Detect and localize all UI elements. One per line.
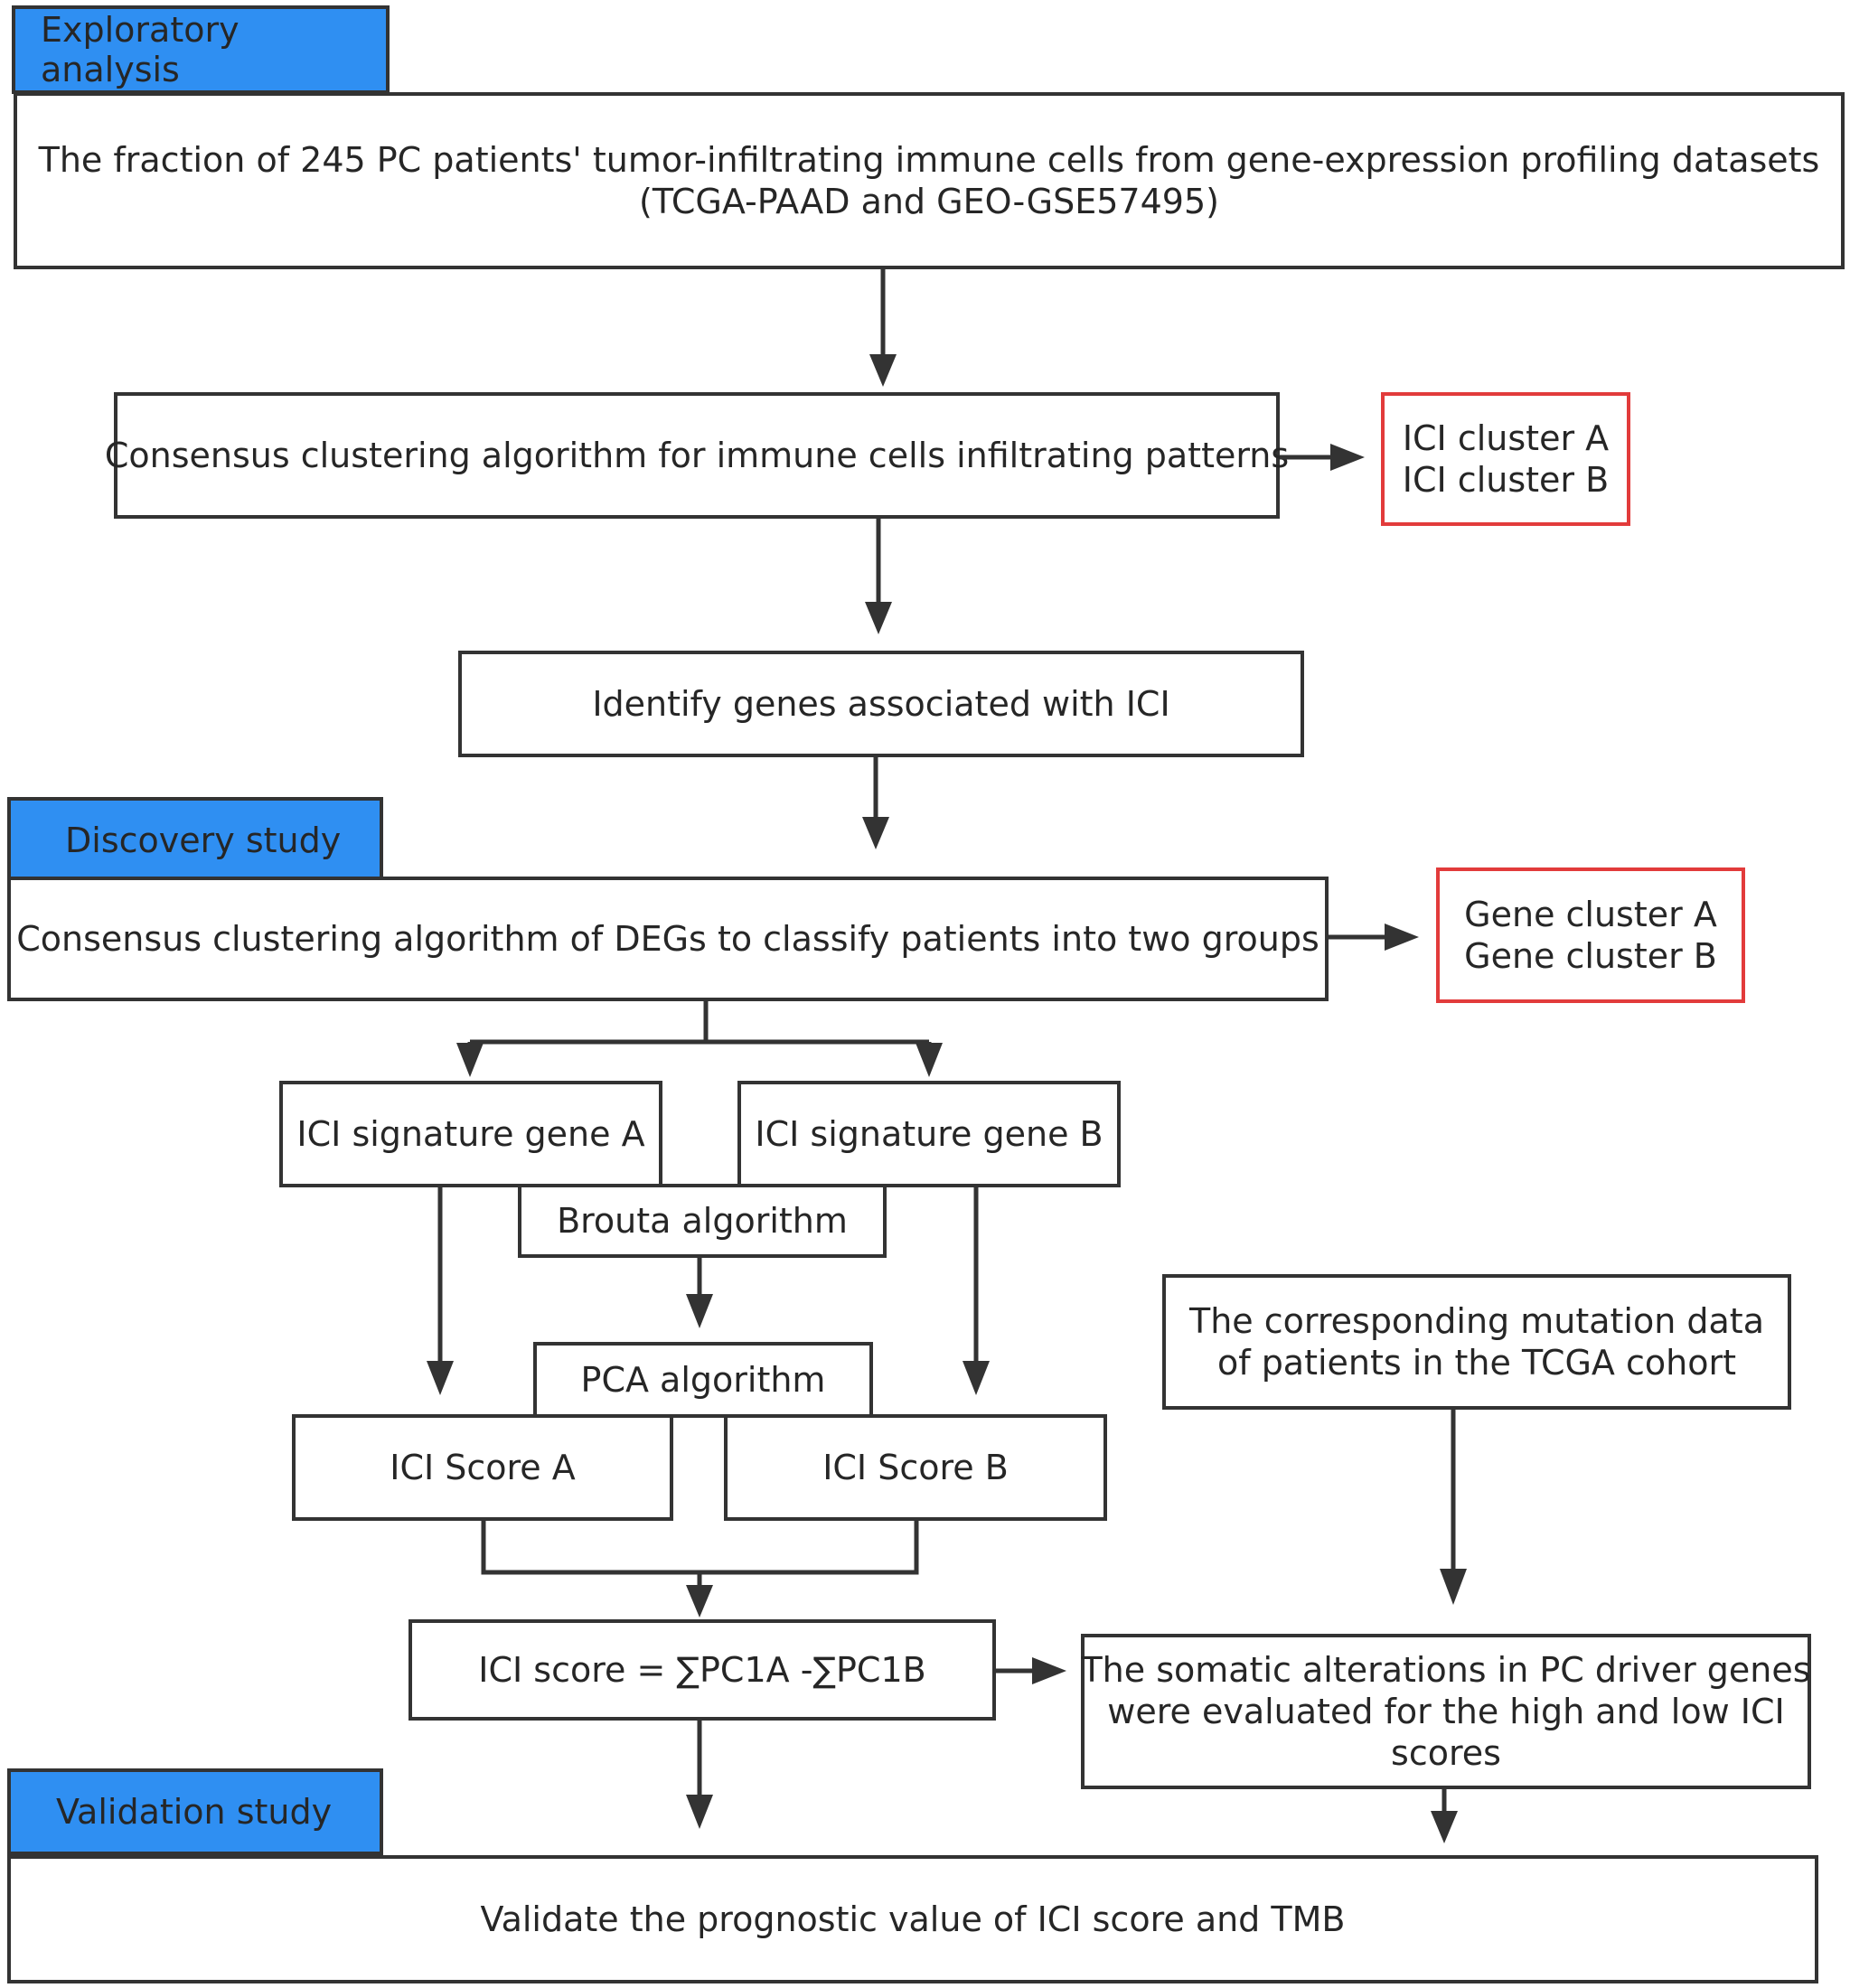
- pca-box: PCA algorithm: [533, 1342, 873, 1418]
- score-b-box: ICI Score B: [724, 1414, 1107, 1521]
- gene-cluster-box: Gene cluster A Gene cluster B: [1436, 867, 1745, 1003]
- arrowhead: [1032, 1657, 1066, 1684]
- ici-formula-text: ICI score = ∑PC1A -∑PC1B: [478, 1650, 926, 1690]
- arrowhead: [1440, 1569, 1467, 1605]
- consensus-degs-box: Consensus clustering algorithm of DEGs t…: [7, 877, 1329, 1001]
- connector-score-bracket: [481, 1521, 919, 1575]
- pca-text: PCA algorithm: [580, 1360, 826, 1400]
- ici-cluster-b-text: ICI cluster B: [1402, 460, 1610, 500]
- score-b-text: ICI Score B: [822, 1448, 1009, 1487]
- sig-gene-b-box: ICI signature gene B: [737, 1081, 1121, 1187]
- fraction-text-line1: The fraction of 245 PC patients' tumor-i…: [38, 140, 1820, 180]
- consensus-immune-box: Consensus clustering algorithm for immun…: [105, 392, 1289, 519]
- mutation-text-line1: The corresponding mutation data: [1189, 1301, 1764, 1341]
- section-tag-exploratory: Exploratory analysis: [12, 5, 390, 94]
- mutation-text-line2: of patients in the TCGA cohort: [1216, 1343, 1736, 1383]
- arrowhead: [427, 1361, 454, 1395]
- arrowhead: [869, 354, 897, 387]
- validate-text: Validate the prognostic value of ICI sco…: [480, 1899, 1346, 1939]
- arrowhead: [865, 602, 892, 634]
- sig-gene-a-box: ICI signature gene A: [279, 1081, 662, 1187]
- arrowhead: [1385, 924, 1419, 951]
- identify-genes-text: Identify genes associated with ICI: [592, 684, 1170, 724]
- validate-box: Validate the prognostic value of ICI sco…: [7, 1855, 1818, 1983]
- identify-genes-box: Identify genes associated with ICI: [458, 651, 1304, 757]
- ici-cluster-box: ICI cluster A ICI cluster B: [1381, 392, 1630, 526]
- score-a-box: ICI Score A: [292, 1414, 673, 1521]
- section-label-validation: Validation study: [56, 1792, 333, 1832]
- gene-cluster-b-text: Gene cluster B: [1464, 936, 1717, 976]
- arrowhead: [686, 1294, 713, 1328]
- section-tag-discovery: Discovery study: [7, 797, 383, 884]
- arrowhead: [1330, 444, 1365, 471]
- arrowhead: [916, 1043, 943, 1077]
- section-tag-validation: Validation study: [7, 1768, 383, 1855]
- somatic-box: The somatic alterations in PC driver gen…: [1081, 1634, 1811, 1789]
- arrowhead: [862, 817, 889, 849]
- arrowhead: [686, 1585, 713, 1618]
- somatic-text-line2: were evaluated for the high and low ICI: [1107, 1692, 1785, 1731]
- ici-cluster-a-text: ICI cluster A: [1402, 418, 1610, 458]
- fraction-text-line2: (TCGA-PAAD and GEO-GSE57495): [639, 182, 1219, 221]
- ici-formula-box: ICI score = ∑PC1A -∑PC1B: [409, 1619, 996, 1721]
- somatic-text-line3: scores: [1391, 1733, 1501, 1773]
- section-label-discovery: Discovery study: [65, 821, 342, 860]
- section-label-exploratory: Exploratory analysis: [41, 10, 239, 89]
- sig-gene-b-text: ICI signature gene B: [755, 1114, 1103, 1154]
- arrowhead: [686, 1795, 713, 1829]
- somatic-text-line1: The somatic alterations in PC driver gen…: [1081, 1650, 1811, 1690]
- brouta-box: Brouta algorithm: [518, 1184, 887, 1258]
- arrowhead: [456, 1043, 484, 1077]
- consensus-immune-text: Consensus clustering algorithm for immun…: [104, 436, 1290, 475]
- gene-cluster-a-text: Gene cluster A: [1464, 895, 1717, 934]
- brouta-text: Brouta algorithm: [557, 1201, 848, 1241]
- consensus-degs-text: Consensus clustering algorithm of DEGs t…: [16, 919, 1319, 959]
- arrowhead: [963, 1361, 990, 1395]
- arrowhead: [1431, 1811, 1458, 1843]
- score-a-text: ICI Score A: [390, 1448, 576, 1487]
- fraction-box: The fraction of 245 PC patients' tumor-i…: [14, 92, 1845, 269]
- mutation-box: The corresponding mutation data of patie…: [1162, 1274, 1791, 1410]
- sig-gene-a-text: ICI signature gene A: [296, 1114, 645, 1154]
